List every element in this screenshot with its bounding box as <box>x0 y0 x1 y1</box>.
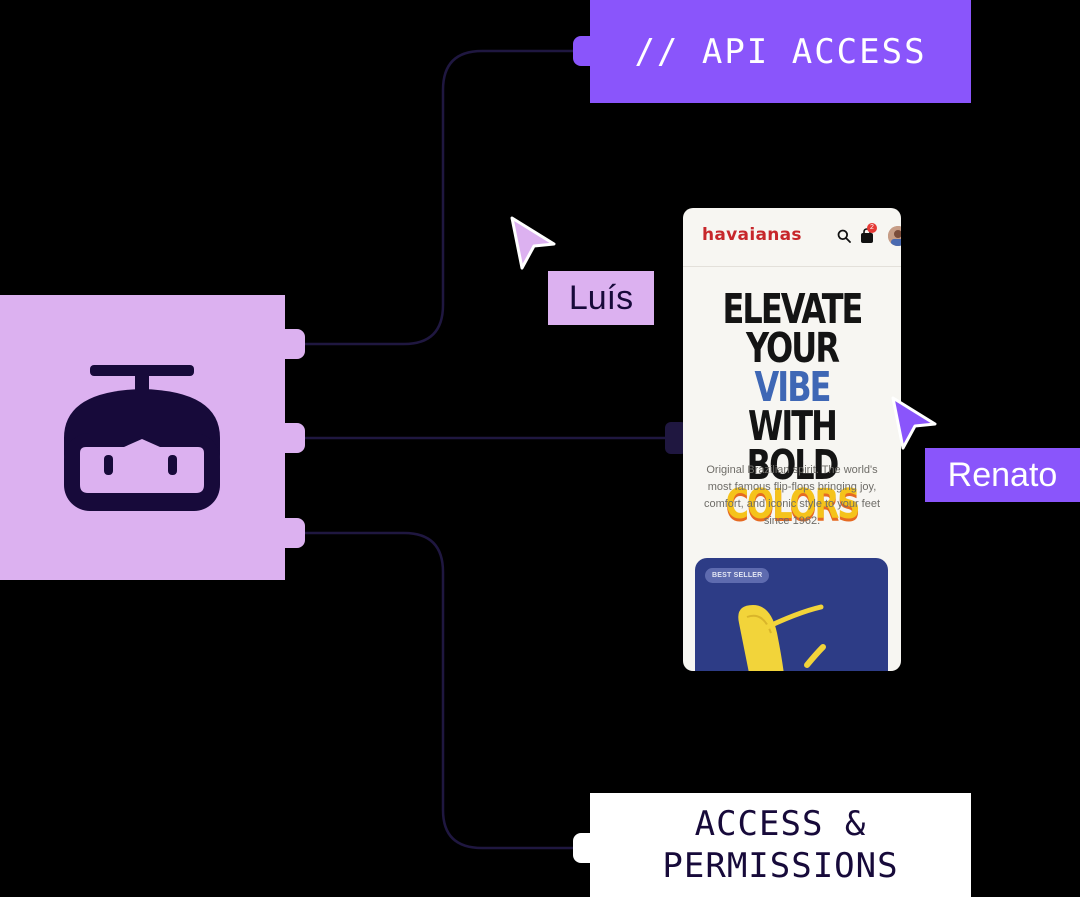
connector-tab-top <box>285 329 305 359</box>
connector-tab-bottom <box>285 518 305 548</box>
phone-mockup: havaianas 2 ELEVATE YOUR VIBE WITH BOLD … <box>683 208 901 671</box>
collaborator-tag-renato: Renato <box>925 448 1080 502</box>
hero-headline: ELEVATE YOUR VIBE WITH BOLD COLORS <box>707 285 877 528</box>
hero-line-1: ELEVATE <box>722 285 864 333</box>
hero-line-4: COLORS <box>725 480 860 528</box>
hero-line-3: WITH BOLD <box>746 402 840 489</box>
api-access-text: // API ACCESS <box>634 31 927 72</box>
access-permissions-label: ACCESS & PERMISSIONS <box>590 793 971 897</box>
access-permissions-text: ACCESS & PERMISSIONS <box>662 803 898 887</box>
phone-header: havaianas 2 <box>683 208 901 267</box>
brand-logo[interactable]: havaianas <box>702 225 802 245</box>
cursor-arrow-icon <box>510 216 556 270</box>
permissions-notch <box>573 833 595 863</box>
hero-description: Original Brazilian spirit. The world's m… <box>703 464 881 527</box>
robot-block <box>0 295 305 580</box>
permissions-line-2: PERMISSIONS <box>662 846 899 886</box>
hero-line-2b: VIBE <box>754 363 831 411</box>
cursor-arrow-icon <box>891 396 937 450</box>
collaborator-tag-luis: Luís <box>548 271 654 325</box>
api-access-label: // API ACCESS <box>590 0 971 103</box>
robot-logo-icon <box>64 365 220 511</box>
best-seller-badge: BEST SELLER <box>705 568 770 583</box>
search-icon[interactable] <box>837 229 851 243</box>
collaborator-name: Luís <box>568 278 634 317</box>
permissions-line-1: ACCESS & <box>694 804 867 844</box>
product-card[interactable]: BEST SELLER <box>695 558 888 671</box>
flip-flop-image <box>738 604 826 671</box>
collaborator-name: Renato <box>947 455 1058 494</box>
hero-line-2a: YOUR <box>745 324 840 372</box>
avatar[interactable] <box>888 226 901 246</box>
cart-count-badge: 2 <box>867 223 877 233</box>
api-access-notch <box>573 36 595 66</box>
connector-tab-middle <box>285 423 305 453</box>
avatar-icon <box>888 226 901 246</box>
hero-line-2: YOUR VIBE <box>707 328 877 408</box>
